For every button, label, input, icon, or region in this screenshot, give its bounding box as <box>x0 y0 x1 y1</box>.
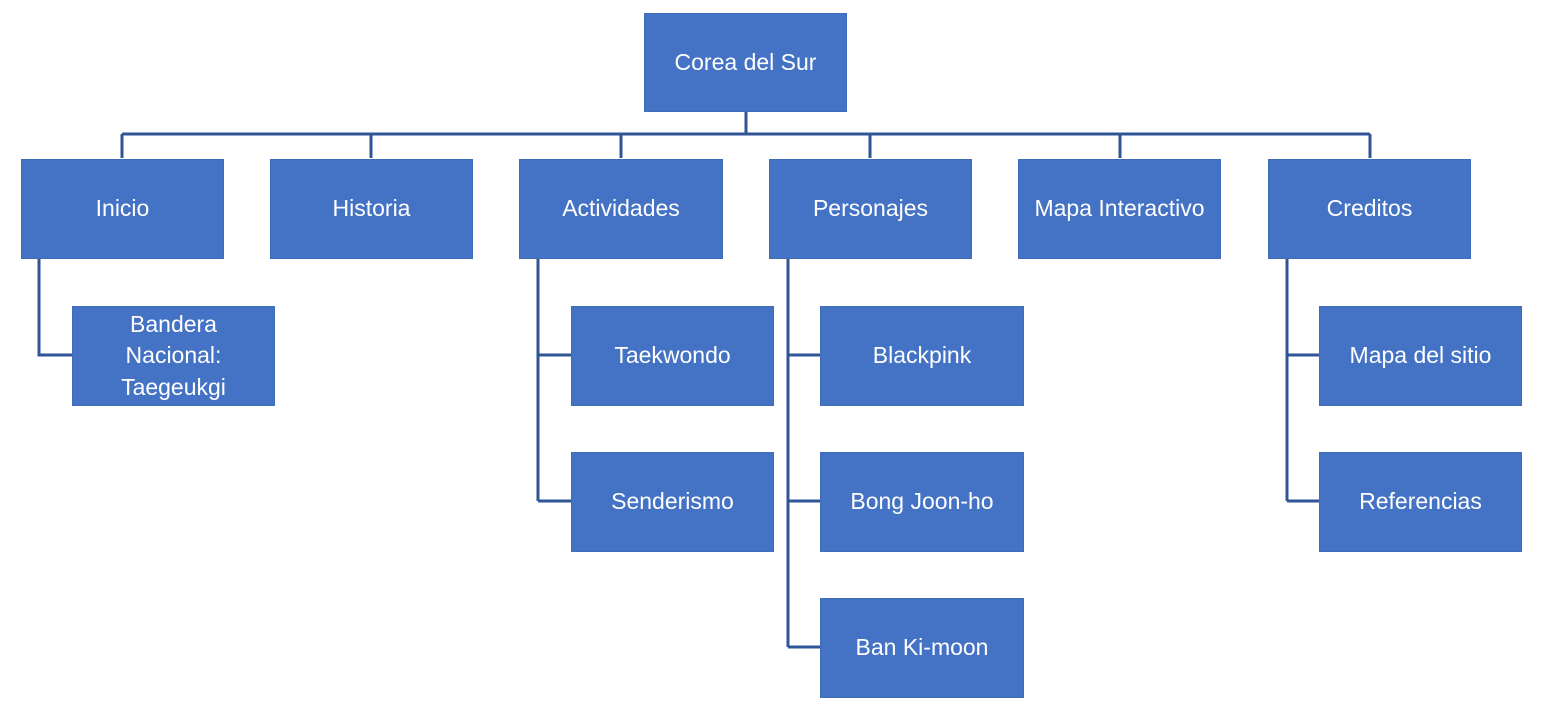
node-historia: Historia <box>270 159 473 259</box>
branch-inicio <box>37 259 72 357</box>
node-taekwondo: Taekwondo <box>571 306 774 406</box>
node-personajes: Personajes <box>769 159 972 259</box>
node-bandera-nacional: Bandera Nacional: Taegeukgi <box>72 306 275 406</box>
node-blackpink: Blackpink <box>820 306 1024 406</box>
node-senderismo: Senderismo <box>571 452 774 552</box>
node-mapa-del-sitio: Mapa del sitio <box>1319 306 1522 406</box>
node-bong-joon-ho: Bong Joon-ho <box>820 452 1024 552</box>
node-actividades: Actividades <box>519 159 723 259</box>
node-creditos: Creditos <box>1268 159 1471 259</box>
root-node: Corea del Sur <box>644 13 847 112</box>
node-mapa-interactivo: Mapa Interactivo <box>1018 159 1221 259</box>
node-inicio: Inicio <box>21 159 224 259</box>
node-referencias: Referencias <box>1319 452 1522 552</box>
node-ban-ki-moon: Ban Ki-moon <box>820 598 1024 698</box>
